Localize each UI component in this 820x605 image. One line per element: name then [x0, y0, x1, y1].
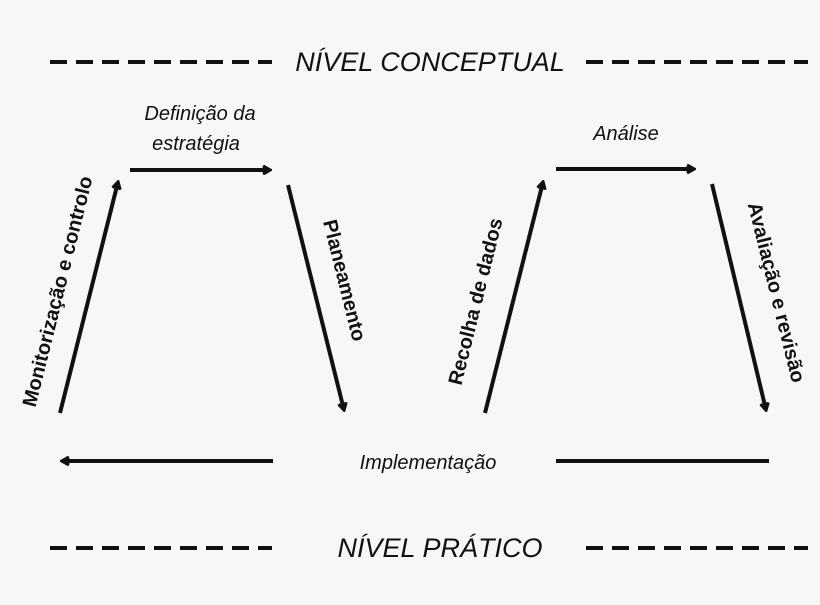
analysis-label: Análise: [592, 123, 659, 145]
practical-level-title: NÍVEL PRÁTICO: [337, 533, 542, 563]
implementation-label: Implementação: [360, 452, 497, 474]
collection-arrow: [483, 182, 543, 414]
planning-label: Planeamento: [318, 217, 369, 343]
strategy-label-line2: estratégia: [152, 133, 240, 155]
conceptual-level-title: NÍVEL CONCEPTUAL: [295, 47, 565, 77]
monitoring-label: Monitorização e controlo: [19, 174, 98, 409]
strategy-label-line1: Definição da: [144, 103, 255, 125]
planning-arrow: [286, 184, 344, 410]
monitoring-arrow: [58, 182, 118, 414]
evaluation-arrow: [710, 183, 766, 410]
